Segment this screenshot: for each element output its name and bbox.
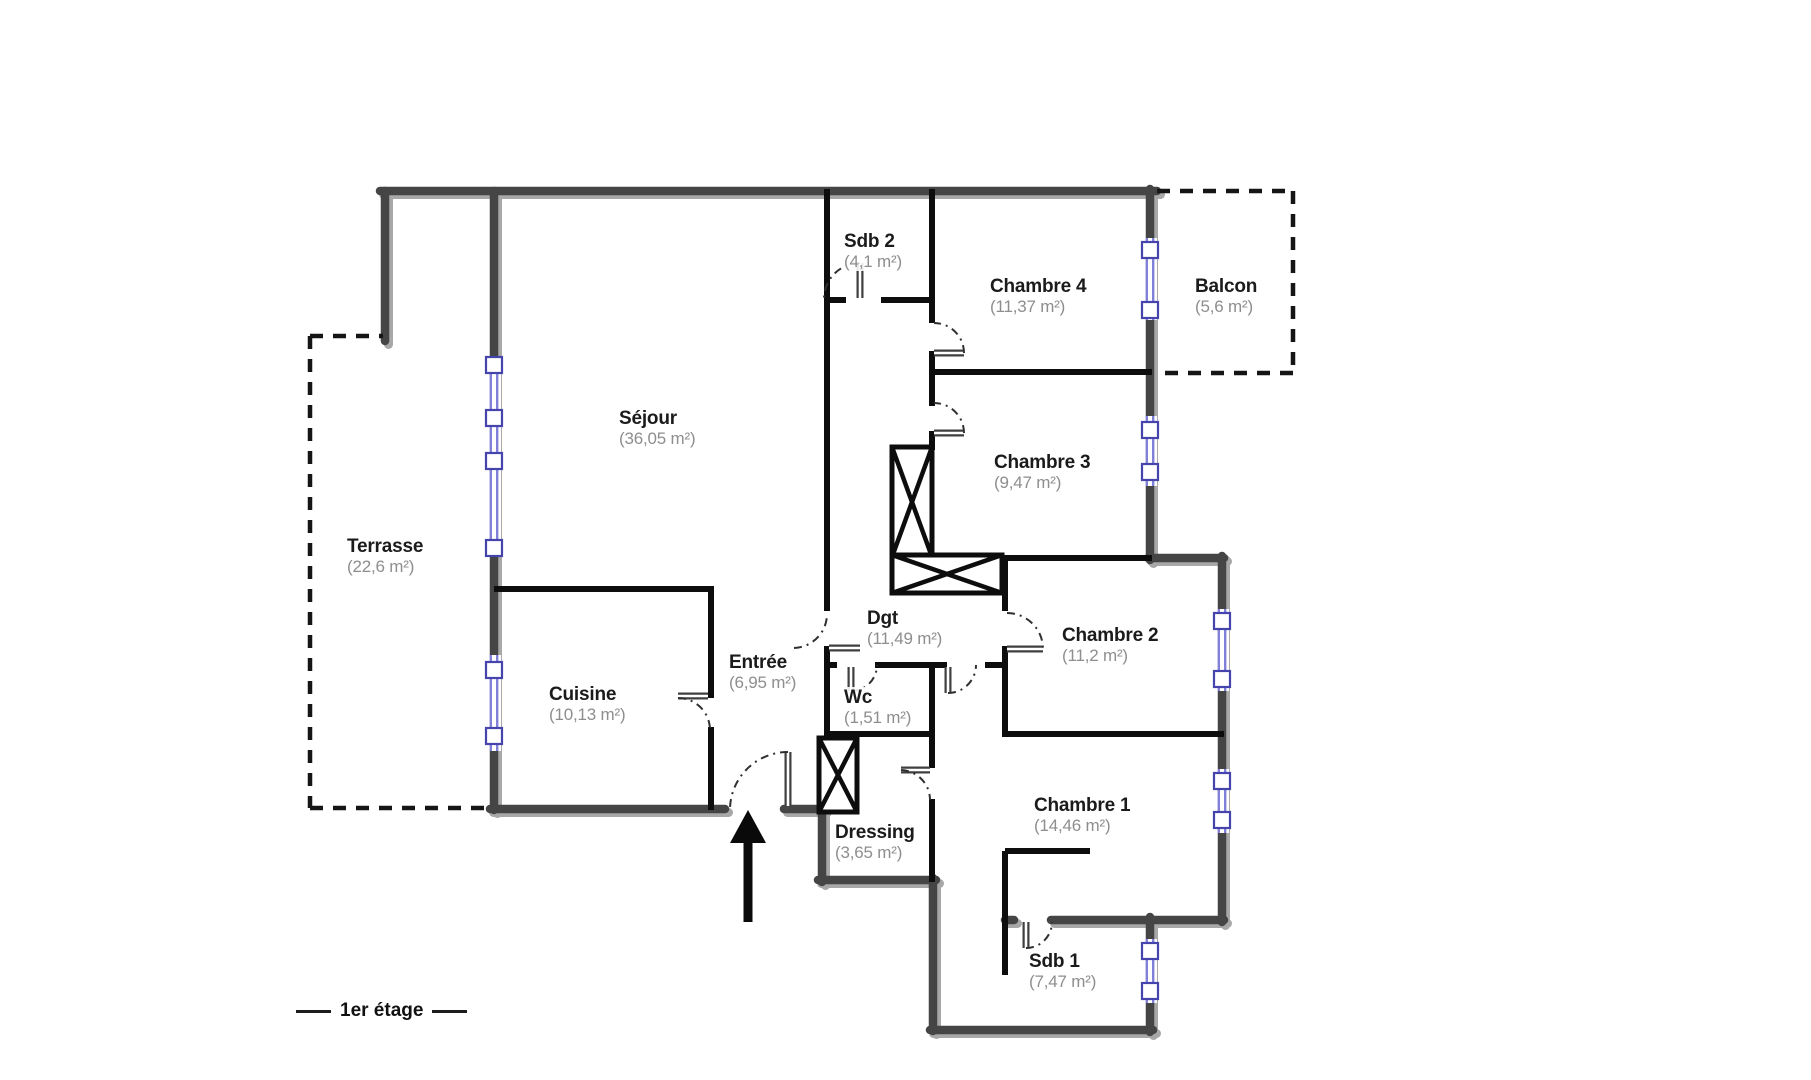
door-arc-entrance <box>729 751 789 809</box>
window-handle <box>1140 420 1160 440</box>
room-label-wc: Wc(1,51 m²) <box>842 687 914 727</box>
room-area: (11,2 m²) <box>1062 646 1128 665</box>
window-handle <box>1212 611 1232 631</box>
door-arc-chambre1 <box>947 664 977 694</box>
shaft-hatch <box>816 736 860 814</box>
window-handle <box>484 538 504 558</box>
room-area: (9,47 m²) <box>994 473 1062 492</box>
room-name: Sdb 1 <box>1029 951 1080 972</box>
room-label-cuisine: Cuisine(10,13 m²) <box>547 684 628 724</box>
door-arc-sdb1 <box>1025 921 1053 949</box>
shaft-hatch <box>891 552 1003 596</box>
room-label-balcon: Balcon(5,6 m²) <box>1193 276 1260 316</box>
window-handle <box>1212 771 1232 791</box>
legend-label: 1er étage <box>340 1000 424 1021</box>
room-area: (36,05 m²) <box>619 429 696 448</box>
room-name: Terrasse <box>347 536 424 557</box>
room-area: (3,65 m²) <box>835 843 903 862</box>
room-name: Séjour <box>619 408 677 429</box>
room-area: (11,49 m²) <box>867 629 943 648</box>
entrance-arrow <box>730 810 766 922</box>
window-handle <box>1212 810 1232 830</box>
room-label-chambre2: Chambre 2(11,2 m²) <box>1060 625 1161 665</box>
room-name: Entrée <box>729 652 787 673</box>
room-label-dressing: Dressing(3,65 m²) <box>833 822 917 862</box>
window-handle <box>1212 669 1232 689</box>
window-handle <box>484 408 504 428</box>
window-handle <box>1140 300 1160 320</box>
door-arc-chambre4 <box>933 322 965 354</box>
window-handle <box>484 451 504 471</box>
room-area: (4,1 m²) <box>844 252 902 271</box>
shaft-hatch <box>889 446 935 558</box>
room-name: Dgt <box>867 608 899 629</box>
legend-dash-left <box>296 1009 331 1013</box>
room-label-entree: Entrée(6,95 m²) <box>727 652 799 692</box>
room-label-sejour: Séjour(36,05 m²) <box>617 408 698 448</box>
room-area: (6,95 m²) <box>729 673 797 692</box>
room-area: (1,51 m²) <box>844 708 912 727</box>
room-area: (7,47 m²) <box>1029 972 1097 991</box>
floor-legend: 1er étage <box>296 1000 468 1022</box>
window-handle <box>1140 462 1160 482</box>
room-name: Chambre 3 <box>994 452 1091 473</box>
room-name: Sdb 2 <box>844 231 895 252</box>
window-handle <box>1140 981 1160 1001</box>
room-label-chambre4: Chambre 4(11,37 m²) <box>988 276 1089 316</box>
room-name: Cuisine <box>549 684 617 705</box>
room-area: (14,46 m²) <box>1034 816 1111 835</box>
door-arc-cuisine <box>677 697 711 731</box>
room-name: Chambre 1 <box>1034 795 1131 816</box>
window-handle <box>1140 240 1160 260</box>
room-name: Balcon <box>1195 276 1258 297</box>
window-handle <box>484 660 504 680</box>
room-name: Dressing <box>835 822 915 843</box>
legend-dash-right <box>432 1009 468 1013</box>
room-area: (22,6 m²) <box>347 557 415 576</box>
room-area: (5,6 m²) <box>1195 297 1253 316</box>
window-handle <box>484 355 504 375</box>
door-arc-chambre2 <box>1006 612 1044 650</box>
room-name: Wc <box>844 687 873 708</box>
window-handle <box>1140 941 1160 961</box>
room-name: Chambre 2 <box>1062 625 1159 646</box>
room-name: Chambre 4 <box>990 276 1087 297</box>
room-label-sdb2: Sdb 2(4,1 m²) <box>842 231 904 271</box>
room-label-terrasse: Terrasse(22,6 m²) <box>345 536 426 576</box>
room-label-chambre3: Chambre 3(9,47 m²) <box>992 452 1093 492</box>
room-area: (10,13 m²) <box>549 705 626 724</box>
door-arc-chambre3 <box>933 402 965 434</box>
room-area: (11,37 m²) <box>990 297 1066 316</box>
room-label-sdb1: Sdb 1(7,47 m²) <box>1027 951 1099 991</box>
room-label-dgt: Dgt(11,49 m²) <box>865 608 945 648</box>
door-arc-dgt <box>793 613 828 649</box>
door-arc-dressing <box>900 769 931 801</box>
window-handle <box>484 726 504 746</box>
room-label-chambre1: Chambre 1(14,46 m²) <box>1032 795 1133 835</box>
